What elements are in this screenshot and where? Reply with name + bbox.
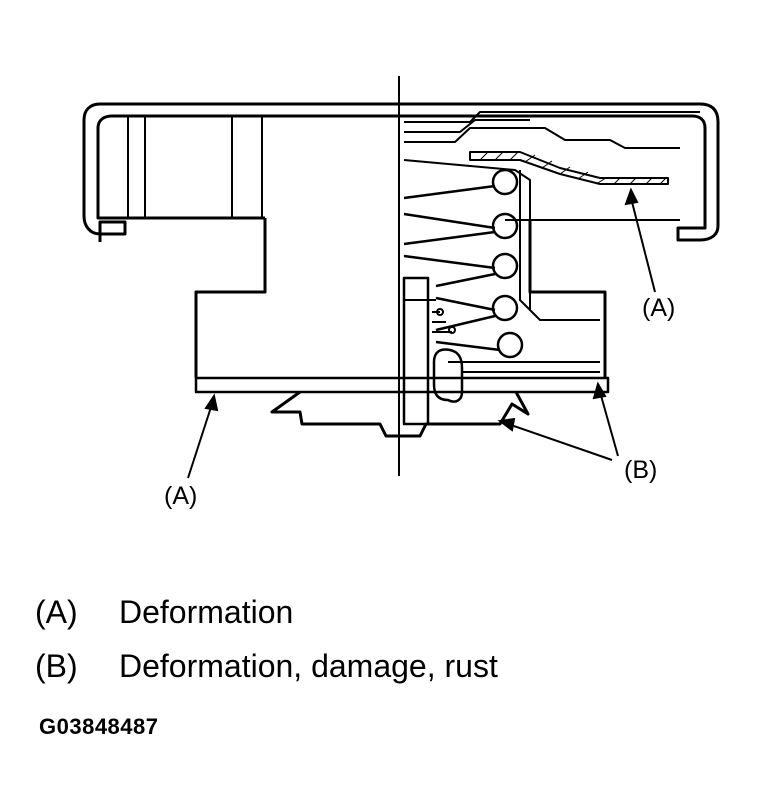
leader-b-1 bbox=[599, 391, 619, 457]
legend-key-a: (A) bbox=[35, 594, 78, 630]
legend-text-b: Deformation, damage, rust bbox=[119, 648, 498, 684]
leader-a-left bbox=[187, 403, 213, 479]
valve-stem bbox=[402, 276, 430, 426]
seal-plate bbox=[194, 376, 610, 394]
callout-a-left: (A) bbox=[164, 482, 198, 510]
radiator-cap-cross-section bbox=[82, 76, 720, 479]
legend-key-b: (B) bbox=[35, 648, 78, 684]
leader-b-2 bbox=[507, 423, 613, 461]
callout-a-right: (A) bbox=[642, 294, 676, 322]
cap-neck bbox=[194, 218, 267, 378]
figure-code: G03848487 bbox=[39, 714, 159, 739]
legend-row-b: (B) Deformation, damage, rust bbox=[35, 650, 498, 704]
valve-clip bbox=[432, 348, 464, 403]
leader-a-right bbox=[630, 197, 656, 293]
vacuum-valve bbox=[270, 390, 530, 438]
legend: (A) Deformation (B) Deformation, damage,… bbox=[35, 596, 498, 704]
upper-seal-gasket bbox=[469, 151, 669, 185]
legend-row-a: (A) Deformation bbox=[35, 596, 498, 650]
cap-outer-shell bbox=[82, 102, 720, 242]
pressure-spring bbox=[403, 168, 524, 359]
legend-text-a: Deformation bbox=[119, 594, 294, 630]
callout-b: (B) bbox=[624, 456, 658, 484]
